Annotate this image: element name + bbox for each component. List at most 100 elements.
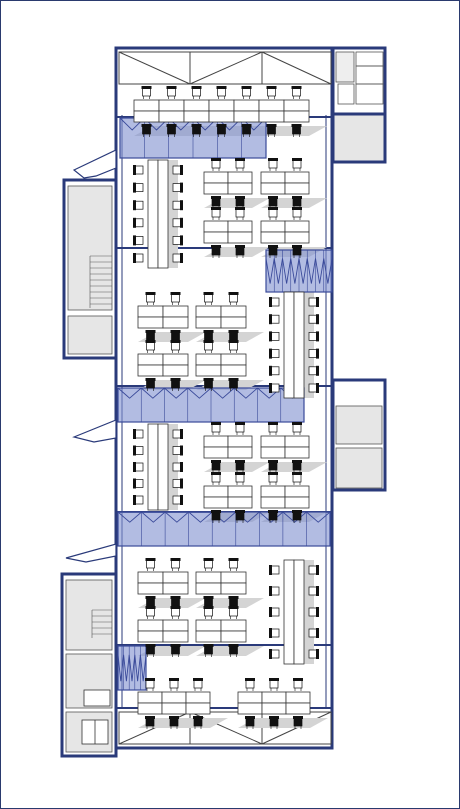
chair xyxy=(133,165,144,175)
folding-partition xyxy=(265,249,333,293)
desk xyxy=(203,171,229,184)
chair xyxy=(308,628,319,638)
chair xyxy=(203,292,214,305)
chair xyxy=(211,245,221,258)
chair xyxy=(172,445,183,456)
chair xyxy=(292,158,302,171)
desk xyxy=(237,702,263,715)
chair xyxy=(172,478,183,489)
chair xyxy=(172,429,183,439)
desk xyxy=(220,305,247,318)
chair xyxy=(241,86,252,99)
chair xyxy=(308,586,319,596)
desk xyxy=(261,702,287,715)
chair xyxy=(241,124,252,137)
chair xyxy=(269,297,280,307)
folding-partition xyxy=(117,645,147,691)
top-truss xyxy=(118,51,332,85)
chair xyxy=(269,716,279,729)
desk xyxy=(137,364,164,377)
chair xyxy=(145,606,156,619)
chair xyxy=(203,558,214,571)
desk xyxy=(162,582,189,595)
chair xyxy=(145,292,156,305)
desk xyxy=(227,171,253,184)
chair xyxy=(133,478,144,489)
chair xyxy=(172,182,183,193)
chair xyxy=(172,235,183,246)
chair xyxy=(292,422,302,435)
bench xyxy=(157,423,169,511)
chair xyxy=(145,340,156,353)
chair xyxy=(211,158,221,171)
chair xyxy=(292,245,302,258)
chair xyxy=(292,510,302,523)
desk xyxy=(203,446,229,459)
desk xyxy=(227,446,253,459)
desk xyxy=(162,305,189,318)
chair xyxy=(228,558,239,571)
chair xyxy=(235,422,245,435)
desk xyxy=(158,110,185,123)
desk xyxy=(283,99,310,112)
desk xyxy=(137,571,164,584)
desk xyxy=(220,571,247,584)
desk xyxy=(258,110,285,123)
bench xyxy=(283,559,295,665)
chair xyxy=(193,678,203,691)
chair xyxy=(235,158,245,171)
chair xyxy=(172,495,183,505)
chair xyxy=(268,510,278,523)
desk xyxy=(227,496,253,509)
right-top-room xyxy=(331,112,387,164)
desk xyxy=(260,171,286,184)
chair xyxy=(133,217,144,228)
desk xyxy=(137,582,164,595)
desk xyxy=(220,364,247,377)
chair xyxy=(133,200,144,211)
desk xyxy=(137,619,164,632)
desk xyxy=(162,619,189,632)
chair xyxy=(211,472,221,485)
desk xyxy=(208,99,235,112)
desk xyxy=(227,435,253,448)
desk xyxy=(195,630,222,643)
chair xyxy=(245,678,255,691)
chair xyxy=(170,292,181,305)
desk xyxy=(260,446,286,459)
chair xyxy=(269,628,280,638)
desk xyxy=(260,435,286,448)
chair xyxy=(191,124,202,137)
chair xyxy=(268,245,278,258)
chair xyxy=(203,340,214,353)
desk xyxy=(161,691,187,704)
desk xyxy=(195,353,222,366)
desk xyxy=(283,110,310,123)
chair xyxy=(228,378,239,391)
desk xyxy=(284,220,310,233)
chair xyxy=(268,207,278,220)
chair xyxy=(228,292,239,305)
left-stair-core-top xyxy=(62,178,118,360)
chair xyxy=(268,422,278,435)
bench-shadow xyxy=(168,160,178,268)
chair xyxy=(269,314,280,325)
chair xyxy=(169,716,179,729)
desk xyxy=(195,305,222,318)
chair xyxy=(216,124,227,137)
chair xyxy=(228,644,239,657)
chair xyxy=(172,217,183,228)
chair xyxy=(291,124,302,137)
desk xyxy=(161,702,187,715)
chair xyxy=(170,644,181,657)
chair xyxy=(266,124,277,137)
chair xyxy=(269,565,280,575)
desk xyxy=(195,316,222,329)
desk xyxy=(137,702,163,715)
chair xyxy=(170,378,181,391)
desk xyxy=(284,496,310,509)
desk xyxy=(284,231,310,244)
bench xyxy=(293,559,305,665)
chair xyxy=(292,472,302,485)
